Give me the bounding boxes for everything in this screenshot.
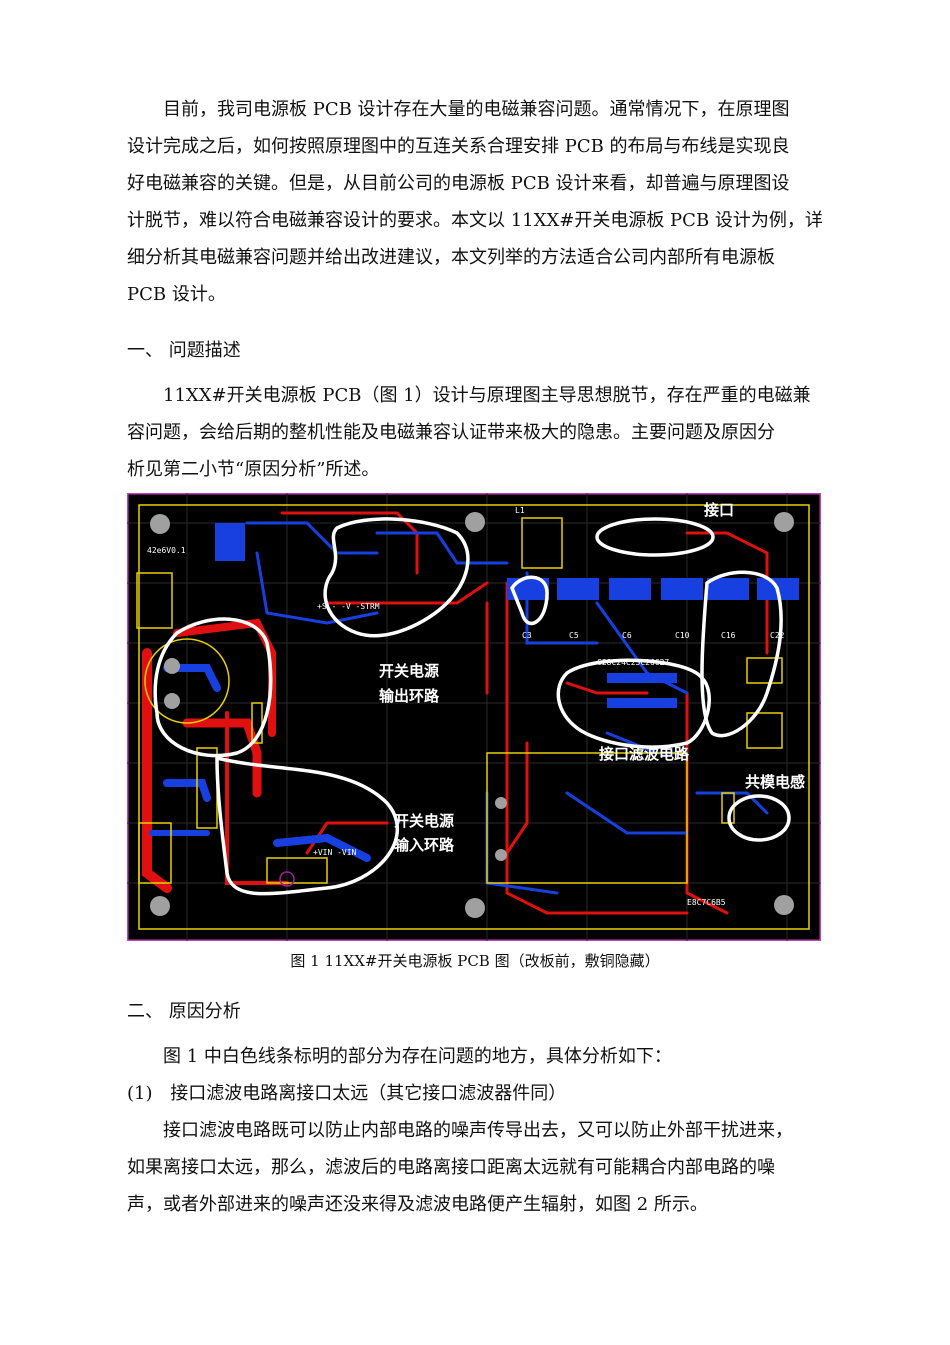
item-number: (1)	[127, 1083, 153, 1104]
intro-line: 细分析其电磁兼容问题并给出改进建议，本文列举的方法适合公司内部所有电源板	[127, 247, 775, 268]
intro-paragraph: 目前，我司电源板 PCB 设计存在大量的电磁兼容问题。通常情况下，在原理图 设计…	[127, 91, 827, 313]
section2-line: 接口滤波电路既可以防止内部电路的噪声传导出去，又可以防止外部干扰进来，	[163, 1120, 793, 1141]
section1-line: 容问题，会给后期的整机性能及电磁兼容认证带来极大的隐患。主要问题及原因分	[127, 422, 775, 443]
intro-line: PCB 设计。	[127, 284, 226, 305]
pcb-annotations: 接口 开关电源 输出环路 接口滤波电路 共模电感 开关电源 输入环路	[379, 501, 805, 854]
section2-intro: 图 1 中白色线条标明的部分为存在问题的地方，具体分析如下：	[163, 1046, 672, 1067]
component-outlines	[136, 517, 783, 884]
section1-line: 11XX#开关电源板 PCB（图 1）设计与原理图主导思想脱节，存在严重的电磁兼	[163, 385, 811, 406]
intro-line: 好电磁兼容的关键。但是，从目前公司的电源板 PCB 设计来看，却普遍与原理图设	[127, 173, 790, 194]
intro-line: 设计完成之后，如何按照原理图中的互连关系合理安排 PCB 的布局与布线是实现良	[127, 136, 790, 157]
intro-line: 计脱节，难以符合电磁兼容设计的要求。本文以 11XX#开关电源板 PCB 设计为…	[127, 210, 823, 231]
svg-text:42e6V0.1: 42e6V0.1	[147, 546, 186, 555]
label-interface-filter: 接口滤波电路	[599, 745, 690, 763]
section2-item: (1) 接口滤波电路离接口太远（其它接口滤波器件同）	[127, 1075, 827, 1112]
svg-text:C10: C10	[675, 631, 690, 640]
svg-text:C28C24C25C26C27: C28C24C25C26C27	[597, 658, 669, 667]
section2-paragraph: 图 1 中白色线条标明的部分为存在问题的地方，具体分析如下： (1) 接口滤波电…	[127, 1038, 827, 1223]
board-outline	[138, 504, 810, 930]
mounting-holes	[150, 512, 794, 918]
item-title: 接口滤波电路离接口太远（其它接口滤波器件同）	[170, 1083, 567, 1104]
electrolytic-capacitor	[144, 638, 230, 724]
label-switch-output-2: 输出环路	[379, 687, 440, 705]
section2-line: 声，或者外部进来的噪声还没来得及滤波电路便产生辐射，如图 2 所示。	[127, 1194, 708, 1215]
svg-text:C3: C3	[522, 631, 532, 640]
figure-caption: 图 1 11XX#开关电源板 PCB 图（改板前，敷铜隐藏）	[290, 952, 660, 970]
capacitor-pads	[215, 523, 799, 708]
svg-text:+S - -V -STRM: +S - -V -STRM	[317, 602, 380, 611]
pcb-figure: 42e6V0.1 +S - -V -STRM +VIN -VIN L1 C3 C…	[127, 493, 821, 941]
intro-line: 目前，我司电源板 PCB 设计存在大量的电磁兼容问题。通常情况下，在原理图	[163, 99, 790, 120]
section2-line: 如果离接口太远，那么，滤波后的电路离接口距离太远就有可能耦合内部电路的噪	[127, 1157, 775, 1178]
section2-heading: 二、 原因分析	[127, 1001, 241, 1022]
svg-text:L1: L1	[515, 506, 525, 515]
label-interface: 接口	[704, 501, 734, 519]
section1-line: 析见第二小节“原因分析”所述。	[127, 459, 380, 480]
svg-text:E8C7C6B5: E8C7C6B5	[687, 898, 726, 907]
label-switch-input-1: 开关电源	[394, 812, 454, 830]
highlight-loops	[153, 517, 791, 896]
svg-text:C22: C22	[770, 631, 785, 640]
label-switch-output-1: 开关电源	[379, 662, 439, 680]
section1-heading: 一、 问题描述	[127, 340, 241, 361]
label-switch-input-2: 输入环路	[394, 836, 455, 854]
svg-text:C16: C16	[721, 631, 736, 640]
svg-text:C6: C6	[622, 631, 632, 640]
silkscreen: 42e6V0.1 +S - -V -STRM +VIN -VIN L1 C3 C…	[147, 506, 785, 907]
svg-text:+VIN -VIN: +VIN -VIN	[313, 848, 357, 857]
label-common-mode: 共模电感	[745, 773, 805, 791]
section1-paragraph: 11XX#开关电源板 PCB（图 1）设计与原理图主导思想脱节，存在严重的电磁兼…	[127, 377, 827, 488]
svg-text:C5: C5	[569, 631, 579, 640]
